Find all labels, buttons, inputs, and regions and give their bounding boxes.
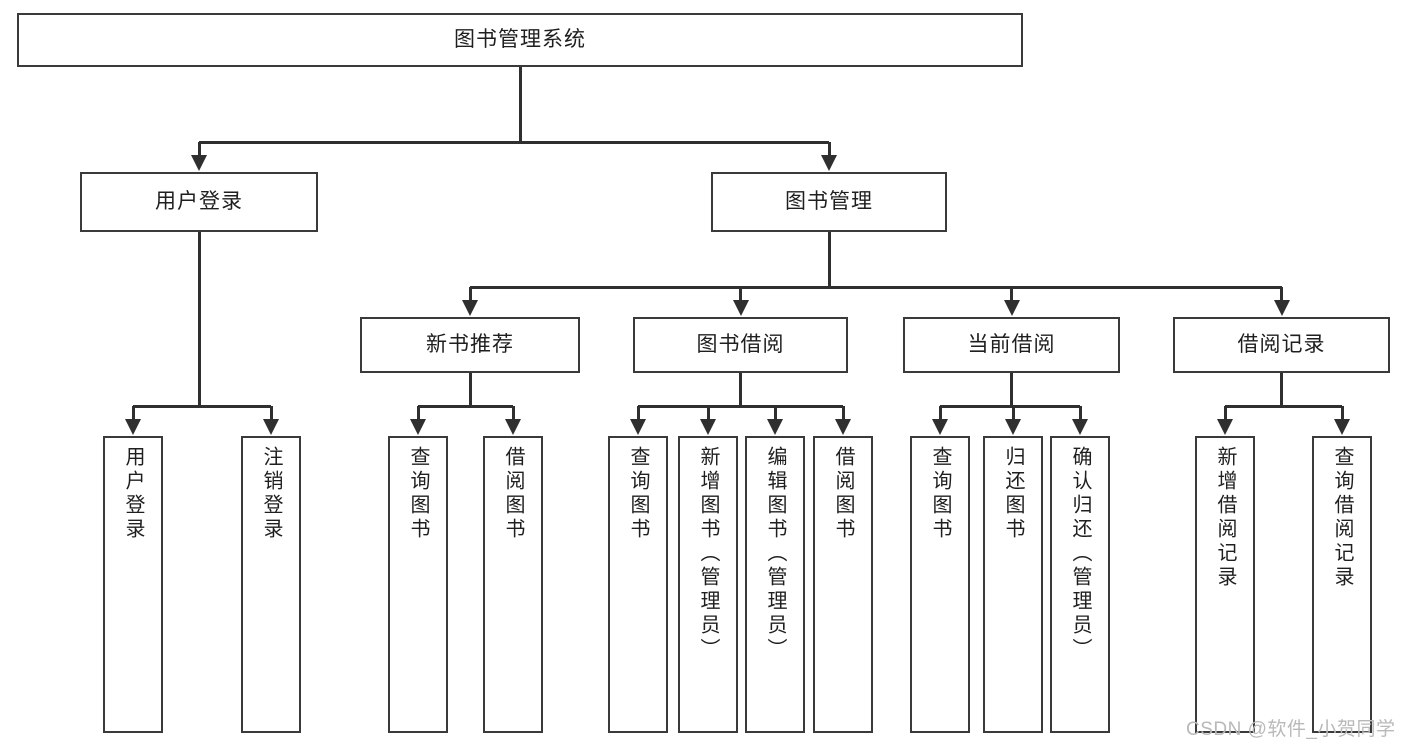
connector-stem-user-login [197,232,201,406]
connector-bus-book-manage [470,285,1282,289]
node-leaf-add-book[interactable]: 新增图书（管理员） [678,436,738,733]
connector-drop-leaf-edit-book [773,406,777,420]
node-label: 借阅记录 [1237,332,1326,356]
node-borrow-record[interactable]: 借阅记录 [1173,317,1390,373]
node-label: 新增借阅记录 [1214,446,1236,590]
connector-stem-new-book-rec [468,373,472,406]
connector-drop-leaf-user-login [131,406,135,420]
arrowhead-icon-leaf-return-book [1005,419,1021,435]
connector-bus-new-book-rec [418,404,513,408]
node-leaf-query-book-1[interactable]: 查询图书 [388,436,448,733]
node-label: 当前借阅 [967,332,1056,356]
connector-stem-current-borrow [1010,373,1013,406]
connector-drop-leaf-query-book-2 [636,406,640,420]
node-label: 查询图书 [407,446,429,542]
connector-stem-book-manage [827,232,831,287]
arrowhead-icon-borrow-record [1273,300,1290,316]
connector-drop-leaf-add-record [1223,406,1227,420]
connector-stem-book-borrow [739,373,742,406]
arrowhead-icon-leaf-borrow-book-1 [505,419,521,435]
node-leaf-borrow-book-1[interactable]: 借阅图书 [483,436,543,733]
node-label: 图书管理 [785,189,873,213]
node-label: 归还图书 [1002,446,1024,542]
node-current-borrow[interactable]: 当前借阅 [903,317,1120,373]
node-leaf-query-book-3[interactable]: 查询图书 [910,436,970,733]
connector-drop-book-manage [827,142,831,156]
connector-drop-leaf-query-book-1 [416,406,420,420]
connector-drop-leaf-borrow-book-2 [841,406,845,420]
node-leaf-edit-book[interactable]: 编辑图书（管理员） [745,436,805,733]
node-label: 新书推荐 [426,332,514,356]
connector-drop-new-book-rec [468,287,472,301]
connector-bus-user-login [133,404,271,408]
connector-bus-root [199,140,829,144]
arrowhead-icon-leaf-query-record [1334,419,1350,435]
node-label: 确认归还（管理员） [1069,446,1091,662]
node-label: 用户登录 [122,446,144,542]
connector-bus-borrow-record [1225,404,1342,408]
arrowhead-icon-leaf-query-book-3 [932,419,948,435]
node-leaf-logout[interactable]: 注销登录 [241,436,301,733]
node-label: 查询借阅记录 [1331,446,1353,590]
connector-bus-book-borrow [638,404,843,408]
node-leaf-add-record[interactable]: 新增借阅记录 [1195,436,1255,733]
node-user-login[interactable]: 用户登录 [80,172,318,232]
arrowhead-icon-new-book-rec [462,300,478,316]
node-label: 借阅图书 [832,446,854,542]
node-label: 查询图书 [627,446,649,542]
node-label: 借阅图书 [502,446,524,542]
connector-drop-leaf-query-book-3 [938,406,942,420]
node-leaf-query-record[interactable]: 查询借阅记录 [1312,436,1372,733]
arrowhead-icon-leaf-edit-book [767,419,783,435]
connector-drop-user-login [197,142,201,156]
node-label: 注销登录 [260,446,282,542]
arrowhead-icon-leaf-add-record [1217,419,1233,435]
arrowhead-icon-leaf-add-book [700,419,716,435]
node-root[interactable]: 图书管理系统 [17,13,1023,67]
connector-drop-leaf-confirm-return [1078,406,1082,420]
node-leaf-borrow-book-2[interactable]: 借阅图书 [813,436,873,733]
connector-drop-leaf-query-record [1340,406,1344,420]
arrowhead-icon-leaf-query-book-2 [630,419,646,435]
connector-bus-current-borrow [940,404,1080,408]
node-leaf-return-book[interactable]: 归还图书 [983,436,1043,733]
node-new-book-rec[interactable]: 新书推荐 [360,317,580,373]
node-leaf-query-book-2[interactable]: 查询图书 [608,436,668,733]
connector-drop-leaf-add-book [706,406,710,420]
connector-drop-leaf-logout [269,406,273,420]
connector-drop-book-borrow [739,287,742,301]
node-leaf-user-login[interactable]: 用户登录 [103,436,163,733]
arrowhead-icon-user-login [191,155,207,171]
connector-drop-current-borrow [1010,287,1013,301]
arrowhead-icon-current-borrow [1003,300,1020,316]
arrowhead-icon-leaf-borrow-book-2 [835,419,851,435]
arrowhead-icon-leaf-logout [263,419,279,435]
node-label: 查询图书 [929,446,951,542]
connector-drop-leaf-return-book [1011,406,1015,420]
node-leaf-confirm-return[interactable]: 确认归还（管理员） [1050,436,1110,733]
arrowhead-icon-leaf-confirm-return [1072,419,1088,435]
arrowhead-icon-leaf-query-book-1 [410,419,426,435]
arrowhead-icon-leaf-user-login [125,419,141,435]
connector-drop-borrow-record [1280,287,1283,301]
connector-drop-leaf-borrow-book-1 [511,406,515,420]
node-label: 编辑图书（管理员） [764,446,786,662]
connector-stem-borrow-record [1280,373,1283,406]
arrowhead-icon-book-borrow [732,300,749,316]
node-label: 图书管理系统 [454,27,586,51]
arrowhead-icon-book-manage [821,155,837,171]
node-label: 新增图书（管理员） [697,446,719,662]
connector-stem-root [518,67,522,142]
node-book-manage[interactable]: 图书管理 [711,172,947,232]
node-book-borrow[interactable]: 图书借阅 [633,317,848,373]
node-label: 图书借阅 [696,332,785,356]
node-label: 用户登录 [155,189,243,213]
